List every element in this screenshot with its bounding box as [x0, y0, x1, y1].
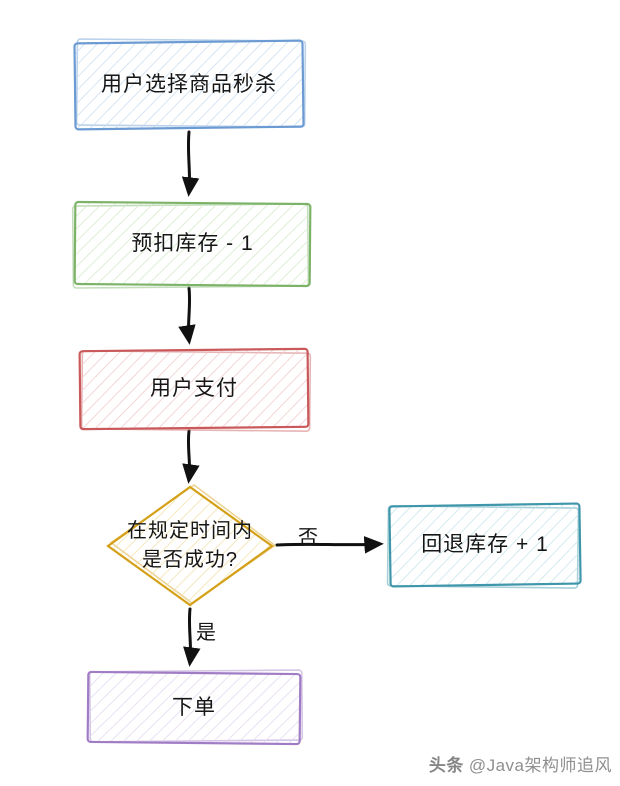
node-deduct-shape	[71, 200, 312, 289]
edge-deduct-to-pay	[178, 286, 196, 345]
node-order-shape	[86, 669, 304, 746]
node-rollback-shape	[386, 502, 582, 589]
watermark-logo: 头条	[428, 756, 464, 775]
edge-decision-yes-to-order	[183, 607, 201, 667]
node-decision-shape	[106, 484, 277, 607]
watermark-handle: @Java架构师追风	[468, 756, 612, 775]
node-pay-shape	[78, 347, 312, 432]
edge-decision-no-to-rollback	[275, 536, 384, 554]
edge-pay-to-decision	[182, 429, 200, 484]
edge-start-to-deduct	[181, 130, 200, 197]
watermark: 头条@Java架构师追风	[429, 751, 612, 776]
node-start-shape	[73, 38, 307, 131]
